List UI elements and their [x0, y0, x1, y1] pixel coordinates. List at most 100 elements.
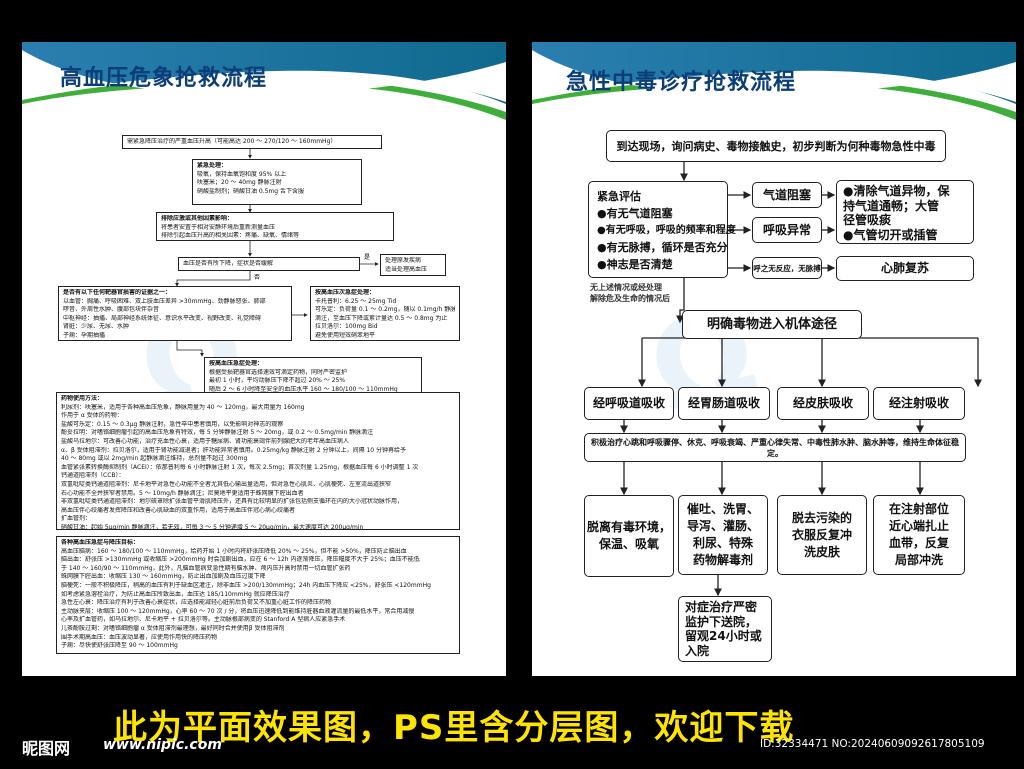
secondary-line: 卡托普利：6.25 ～ 25mg Tid — [315, 297, 397, 305]
header-wave — [22, 42, 506, 120]
drugs-line: 盐酸可乐定：0.15 ～ 0.3μg 静脉注射，急性卒中患者慎用，以免影响对神志… — [61, 420, 284, 428]
question-text: 血压是否有所下降，症状是否缓解 — [183, 260, 274, 267]
drugs-line: 右心功能不全并狭窄者禁用。5 ～ 10mg/h 静脉滴注；尼莫地平更适用于蛛网膜… — [61, 489, 304, 497]
promo-slogan: 此为平面效果图，PS里含分层图，欢迎下载 — [113, 708, 795, 748]
respiratory-action-box: 脱离有毒环境， 保温、吸氧 — [584, 495, 674, 577]
goals-heading: 各种高血压急症与降压目标： — [61, 539, 140, 546]
drugs-line: 盐酸乌拉地尔：可改善心功能，治疗充血性心衰，适用于糖尿病、肾功能衰竭伴前列腺肥大… — [61, 437, 350, 445]
clear-line: ●清除气道异物，保 — [843, 184, 950, 198]
action-line: 催吐、洗胃、 — [686, 502, 759, 516]
gi-action-box: 催吐、洗胃、 导泻、灌肠、 利尿、特殊 药物解毒剂 — [678, 495, 768, 575]
site-logo[interactable]: 昵图网 — [22, 739, 71, 758]
site-url[interactable]: www.nipic.com — [103, 737, 222, 753]
acute-line: 最初 1 小时，平均动脉压下降不超过 20% ～ 25% — [209, 377, 346, 385]
clear-line: ●气管切开或插管 — [843, 227, 938, 242]
exposure-route-box: 明确毒物进入机体途径 — [682, 310, 862, 339]
action-line: 脱去污染的 — [791, 510, 852, 525]
goals-line: 心率及扩血管药，如乌拉地尔、尼卡地平 + 拉贝洛尔等。主动脉根部病变的 Stan… — [61, 616, 346, 624]
route-injection-box: 经注射吸收 — [873, 387, 965, 420]
action-line: 药物解毒剂 — [692, 553, 753, 567]
poster-title: 高血压危象抢救流程 — [60, 66, 268, 91]
drug-usage-box: 药物使用方法：利尿剂：呋塞米，适用于各种高血压危象，静脉用量为 40 ～ 120… — [56, 392, 460, 530]
drugs-line: α、β 受体阻滞剂：拉贝洛尔，适用于肾功能减退者；肝功能异常者慎用。0.25mg… — [61, 446, 406, 454]
hypertension-poster: 高血压危象抢救流程 Ω 需紧急降压治疗的严重血压升高（可能高达 200 ～ 27… — [22, 42, 506, 676]
goals-line: 围手术期高血压：血压波动显著，应使用作用快的降压药物 — [61, 633, 218, 641]
goals-line: 急性左心衰：降压治疗有利于改善心衰症状，应选择能减轻心脏前后负荷又不加重心脏工作… — [61, 599, 332, 607]
action-line: 在注射部位 — [888, 502, 949, 516]
goals-line: 如考虑紧急溶栓治疗，为防止高血压所致出血，血压达 185/110mmHg 就应降… — [61, 590, 290, 598]
action-line: 局部冲洗 — [894, 553, 943, 567]
breathing-text: 呼吸异常 — [762, 222, 811, 237]
organ-line: 子痫：孕期抽搐 — [63, 331, 106, 339]
supportive-care-box: 积极治疗心跳和呼吸骤停、休克、呼吸衰竭、严重心律失常、中毒性肺水肿、脑水肿等，维… — [584, 433, 966, 462]
secondary-heading: 按高血压次急症处理： — [315, 289, 376, 296]
cpr-text: 心肺复苏 — [880, 261, 929, 275]
emergency-line: 呋塞米；20 ～ 40mg 静脉注射 — [197, 179, 282, 187]
stable-line: 解除危及生命的情况后 — [590, 294, 670, 303]
action-line: 近心端扎止 — [888, 519, 949, 533]
goals-line: 高血压脑病：160 ～ 180/100 ～ 110mmHg，给药开始 1 小时内… — [61, 547, 407, 555]
action-line: 利尿、特殊 — [692, 536, 753, 550]
arrive-scene-box: 到达现场，询问病史、毒物接触史，初步判断为何种毒物急性中毒 — [606, 130, 946, 162]
airway-clearance-box: ●清除气道异物，保 持气道通畅；大管 径管吸痰 ●气管切开或插管 — [836, 180, 974, 244]
action-line: 脱离有毒环境， — [586, 520, 671, 534]
acute-line: 随后 2 ～ 6 小时降至安全的血压水平 160 ～ 180/100 ～ 110… — [209, 385, 398, 393]
drugs-line: 40 ～ 80mg 或以 2mg/min 起静脉滴注维持，总剂量不超过 300m… — [61, 455, 248, 463]
organ-line: 啰音、外周性水肿、腹部包块伴杂音 — [63, 306, 160, 314]
emergency-heading: 紧急处理： — [197, 162, 228, 169]
cpr-box: 心肺复苏 — [836, 256, 974, 281]
route-skin-text: 经皮肤吸收 — [792, 396, 853, 410]
poster-title: 急性中毒诊疗抢救流程 — [566, 70, 797, 95]
action-line: 洗皮肤 — [803, 544, 840, 559]
clear-line: 径管吸痰 — [843, 213, 892, 227]
no-response-text: 呼之无反应，无脉搏 — [753, 263, 821, 273]
organ-line: 中枢神经：抽搐、局部神经系统体征、意识水平改变、视野改变、礼觉障碍 — [63, 314, 262, 322]
bp-decrease-question: 血压是否有所下降，症状是否缓解 — [178, 257, 360, 271]
no-label: 否 — [254, 274, 261, 281]
goals-line: 蛛网膜下腔出血：收缩压 130 ～ 160mmHg，防止出血加剧及血压过度下降 — [61, 573, 266, 581]
drugs-line: 双氢吡啶类钙通道阻滞剂：尼卡地平对急性心功能不全者尤其低心输出量适用，但对急性心… — [61, 480, 392, 488]
severe-bp-box: 需紧急降压治疗的严重血压升高（可能高达 200 ～ 270/120 ～ 160m… — [122, 135, 382, 149]
transfer-box: 对症治疗严密 监护下送院， 留观24小时或 入院 — [678, 596, 772, 662]
drugs-line: 钙通道阻滞剂（CCB）： — [61, 472, 125, 480]
emergency-assessment-box: 紧急评估 ●有无气道阻塞 ●有无呼吸，呼吸的频率和程度 ●有无脉搏，循环是否充分… — [588, 181, 736, 278]
secondary-line: 可乐定：负荷量 0.1 ～ 0.2mg，随以 0.1mg/h 静脉 — [315, 306, 455, 314]
arrive-text: 到达现场，询问病史、毒物接触史，初步判断为何种毒物急性中毒 — [616, 140, 936, 153]
poisoning-poster: 急性中毒诊疗抢救流程 Ω 到达现场，询 — [532, 42, 1016, 676]
assess-item: ●有无脉搏，循环是否充分 — [597, 241, 728, 254]
stable-note: 无上述情况或经处理 解除危及生命的情况后 — [590, 282, 670, 304]
goals-line: 于 140 ～ 160/90 ～ 110mmHg，此外，凡脑血管病变急性期有脑水… — [61, 564, 351, 572]
acute-heading: 按高血压急症处理： — [209, 360, 264, 367]
severe-bp-text: 需紧急降压治疗的严重血压升高（可能高达 200 ～ 270/120 ～ 160m… — [127, 138, 337, 145]
exclude-line: 将患者安置于相对安静环境后重新测量血压 — [161, 223, 276, 231]
treat-primary-box: 处理原发疾病 适当处理高血压 — [380, 254, 446, 276]
action-line: 衣服反复冲 — [791, 527, 852, 542]
exclude-heading: 排除应激或其他因素影响： — [161, 215, 234, 222]
image-id: ID:32334471 NO:20240609092617805109 — [760, 738, 985, 750]
drugs-line: 扩血管剂： — [61, 515, 92, 523]
route-respiratory-box: 经呼吸道吸收 — [584, 387, 674, 420]
treat-line: 处理原发疾病 — [385, 257, 422, 264]
drugs-line: 利尿剂：呋塞米，适用于各种高血压危象，静脉用量为 40 ～ 120mg，最大用量… — [61, 403, 305, 411]
acute-line: 根据受损靶器官选择速效可滴定药物，同时严密监护 — [209, 368, 348, 376]
action-line: 保温、吸氧 — [598, 537, 659, 551]
route-injection-text: 经注射吸收 — [888, 396, 949, 410]
secondary-treatment-box: 按高血压次急症处理： 卡托普利：6.25 ～ 25mg Tid 可乐定：负荷量 … — [310, 286, 460, 341]
assess-item: ●有无呼吸，呼吸的频率和程度 — [597, 225, 736, 236]
clear-line: 持气道通畅；大管 — [843, 198, 940, 213]
route-respiratory-text: 经呼吸道吸收 — [592, 396, 665, 410]
yes-label: 是 — [364, 254, 371, 261]
drugs-line: 高血压伴心绞痛者发挥降压和改善心肌缺血的双重作用，适用于高血压伴冠心病心绞痛者 — [61, 506, 296, 514]
abnormal-breathing-box: 呼吸异常 — [752, 217, 822, 243]
goals-line: 脑梗死：一般不积极降压，稍高的血压有利于缺血区灌注，除非血压 >200/130m… — [61, 581, 431, 589]
no-response-box: 呼之无反应，无脉搏 — [752, 257, 822, 279]
goals-line: 儿茶酚胺过剩：对嗜铬细胞瘤 α 受体阻滞剂最理想，最好同时合并使用β 受体阻滞剂 — [61, 624, 285, 632]
drugs-line: 非双氢吡啶类钙通道阻滞剂：地尔硫䓬除扩张血管平滑肌降压外，还具有比较明显的扩张包… — [61, 498, 404, 506]
exclude-factors-box: 排除应激或其他因素影响： 将患者安置于相对安静环境后重新测量血压 排除引起血压升… — [156, 212, 394, 241]
secondary-line: 拉贝洛尔：100mg Bid — [315, 323, 378, 331]
assess-item: ●有无气道阻塞 — [597, 207, 673, 220]
transfer-line: 入院 — [685, 643, 710, 658]
drugs-line: 酚妥拉明：对嗜铬细胞瘤引起的高血压危象有特效，每 5 分钟静脉注射 5 ～ 20… — [61, 429, 374, 437]
airway-text: 气道阻塞 — [762, 187, 811, 202]
skin-action-box: 脱去污染的 衣服反复冲 洗皮肤 — [777, 495, 867, 575]
